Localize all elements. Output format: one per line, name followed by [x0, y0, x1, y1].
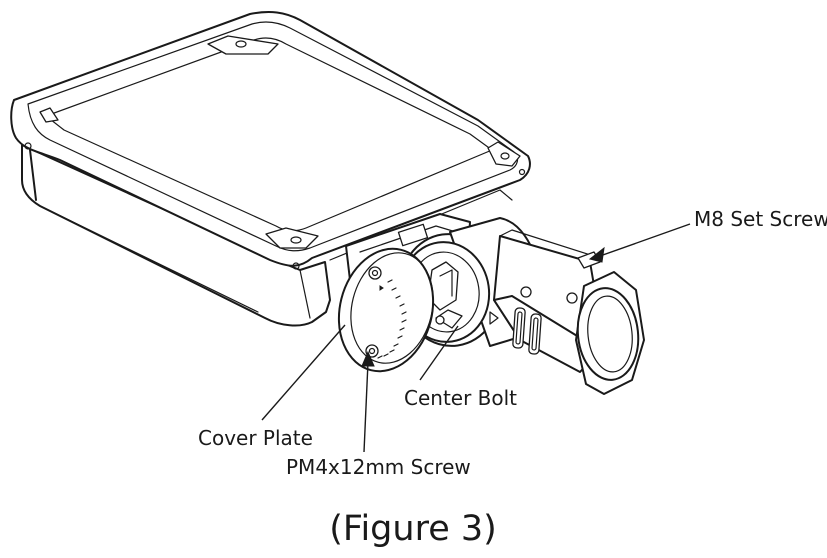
mount-arm	[398, 217, 645, 395]
degree-scale	[377, 279, 407, 359]
pm4-screw-leader	[363, 361, 369, 453]
fixture-housing	[10, 11, 531, 327]
cover-plate-leader	[261, 324, 346, 421]
callout-lines	[261, 223, 691, 453]
figure-caption: (Figure 3)	[329, 509, 497, 549]
cover-plate	[337, 247, 435, 373]
m8-set-screw-leader	[599, 223, 691, 257]
center-bolt-leader	[419, 325, 459, 381]
cover-plate-label: Cover Plate	[198, 426, 313, 450]
center-bolt-label: Center Bolt	[404, 386, 517, 410]
pm4-screw-label: PM4x12mm Screw	[286, 455, 471, 479]
m8-set-screw-label: M8 Set Screw	[694, 207, 827, 231]
